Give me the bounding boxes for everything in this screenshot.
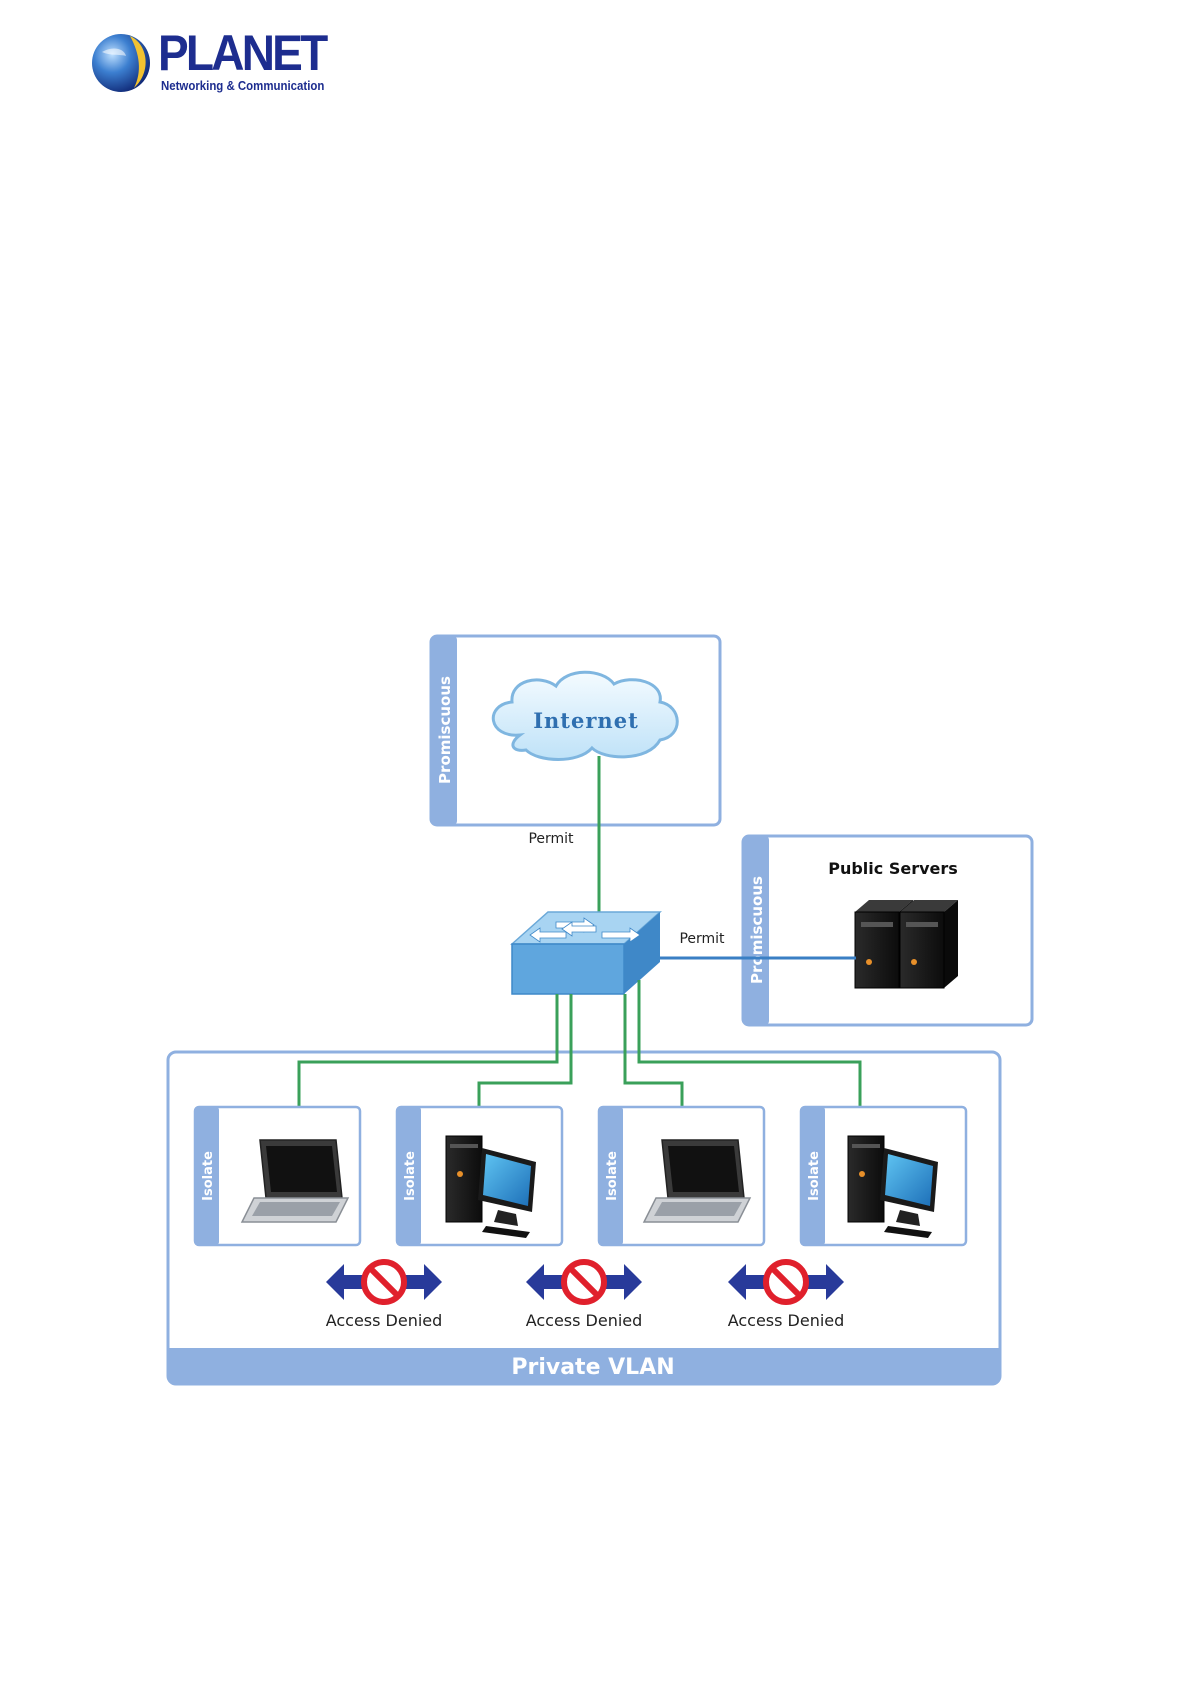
isolate-label: Isolate <box>403 1151 418 1201</box>
isolate-label: Isolate <box>201 1151 216 1201</box>
access-denied-label: Access Denied <box>728 1311 845 1330</box>
server-permit-label: Permit <box>679 931 725 947</box>
server-zone: Promiscuous Public Servers <box>743 836 1032 1025</box>
internet-permit-label: Permit <box>528 831 574 847</box>
server-icon <box>900 900 958 988</box>
isolate-label: Isolate <box>605 1151 620 1201</box>
server-zone-side-label: Promiscuous <box>748 876 766 984</box>
isolate-host: Isolate <box>599 1107 764 1245</box>
isolate-host: Isolate <box>195 1107 360 1245</box>
access-denied-label: Access Denied <box>326 1311 443 1330</box>
no-access-icon <box>526 1262 642 1302</box>
public-servers-title: Public Servers <box>828 859 958 878</box>
internet-label: Internet <box>533 708 639 733</box>
isolate-host: Isolate <box>397 1107 562 1245</box>
access-denied-label: Access Denied <box>526 1311 643 1330</box>
private-vlan-banner: Private VLAN <box>511 1355 674 1380</box>
no-access-icon <box>728 1262 844 1302</box>
internet-zone-side-label: Promiscuous <box>436 676 454 784</box>
isolate-host: Isolate <box>801 1107 966 1245</box>
internet-zone: Promiscuous Internet <box>431 636 720 825</box>
isolate-label: Isolate <box>807 1151 822 1201</box>
no-access-icon <box>326 1262 442 1302</box>
access-denied-marker: Access Denied <box>526 1262 643 1330</box>
access-denied-marker: Access Denied <box>728 1262 845 1330</box>
access-denied-marker: Access Denied <box>326 1262 443 1330</box>
